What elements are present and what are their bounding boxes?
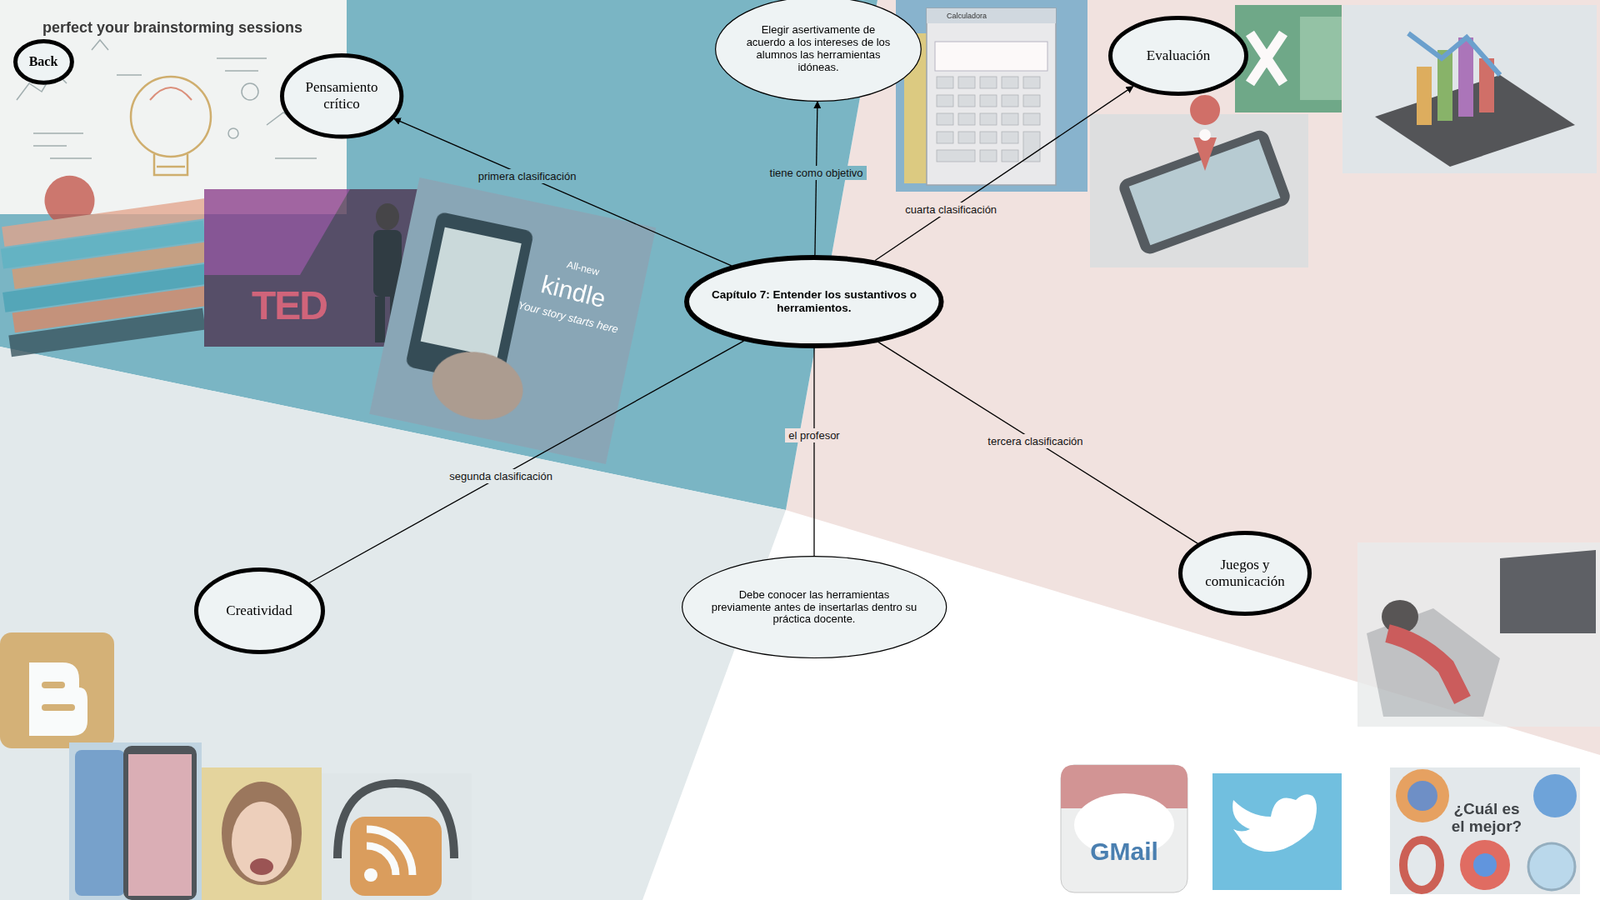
node-label: Debe conocer las herramientas previament… (707, 589, 920, 627)
ellipse-shape (1180, 533, 1310, 615)
edge-label: segunda clasificación (445, 469, 556, 484)
ellipse-shape (686, 257, 942, 346)
connector-line (309, 340, 744, 583)
node-text-block: Capítulo 7: Entender los sustantivos o h… (710, 288, 919, 315)
node-text-block: Creatividad (225, 602, 292, 620)
node-text-block: Back (29, 54, 59, 70)
edge-label: tiene como objetivo (766, 165, 867, 180)
node-label: Back (29, 54, 59, 70)
connector-line (813, 348, 815, 556)
concept-ellipse: Juegos y comunicación (1178, 530, 1312, 616)
teacher-note-ellipse: Debe conocer las herramientas previament… (681, 555, 947, 659)
page-heading: perfect your brainstorming sessions (42, 19, 303, 37)
concept-ellipse: Evaluación (1108, 15, 1249, 96)
edge-label: cuarta clasificación (901, 202, 1000, 217)
connector-line (875, 86, 1133, 261)
ellipse-shape (1110, 18, 1247, 95)
node-text-block: Evaluación (1146, 47, 1210, 65)
edge-label: primera clasificación (475, 169, 580, 184)
node-text-block: Elegir asertivamente de acuerdo a los in… (744, 24, 893, 75)
connector-line (394, 118, 732, 265)
ellipse-shape (195, 570, 323, 653)
window-title: Calculadora (946, 11, 987, 20)
node-label: Capítulo 7: Entender los sustantivos o h… (710, 288, 919, 315)
concept-ellipse: Creatividad (194, 567, 325, 655)
logo-text: TED (251, 282, 327, 329)
node-text-block: Pensamiento crítico (300, 79, 384, 112)
edge-label: tercera clasificación (984, 434, 1086, 449)
ellipse-shape (715, 0, 922, 101)
objective-ellipse: Elegir asertivamente de acuerdo a los in… (715, 0, 922, 102)
node-label: Pensamiento crítico (300, 79, 384, 112)
connector-line (878, 342, 1198, 544)
central-ellipse: Capítulo 7: Entender los sustantivos o h… (684, 255, 945, 349)
node-label: Elegir asertivamente de acuerdo a los in… (744, 24, 893, 75)
node-text-block: Juegos y comunicación (1199, 556, 1291, 590)
image-caption: ¿Cuál es el mejor? (1446, 800, 1527, 836)
ellipse-shape (15, 40, 72, 83)
concept-ellipse: Pensamiento crítico (280, 53, 404, 140)
node-label: Creatividad (225, 602, 292, 620)
back-button: Back (13, 39, 75, 85)
edge-label: el profesor (785, 428, 843, 443)
ellipse-shape (681, 556, 946, 659)
node-label: Evaluación (1146, 47, 1210, 65)
node-text-block: Debe conocer las herramientas previament… (707, 589, 920, 627)
ellipse-shape (281, 55, 401, 137)
logo-text: GMail (1090, 837, 1159, 866)
node-label: Juegos y comunicación (1199, 556, 1291, 590)
